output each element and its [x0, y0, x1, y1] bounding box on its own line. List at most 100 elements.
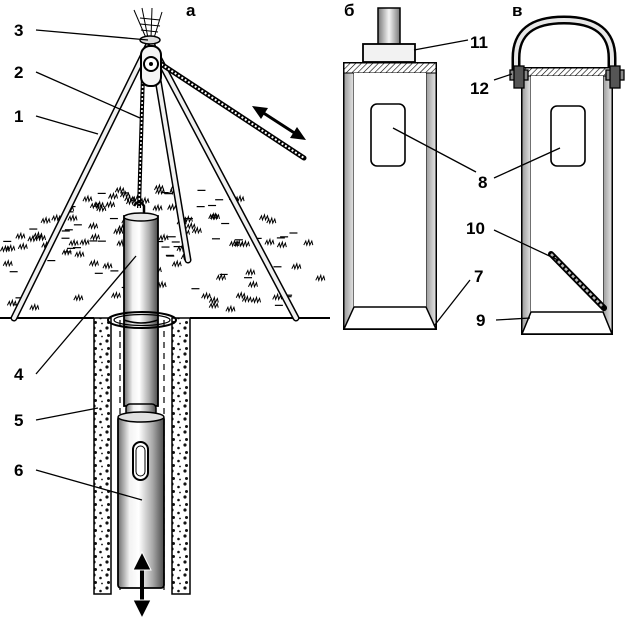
ground-texture-mark [114, 185, 125, 194]
ground-texture-mark [154, 183, 164, 192]
ground-texture-mark [241, 294, 252, 304]
label-2: 2 [14, 63, 23, 82]
panel-b-bailer-section: б 11 7 8 [342, 1, 488, 330]
leader-4 [35, 255, 137, 375]
rope-motion-arrow [252, 106, 306, 140]
ground-texture-mark [68, 238, 79, 247]
ground-texture-mark [210, 212, 220, 221]
ground-texture-mark [5, 243, 16, 253]
ground-texture-mark [158, 233, 169, 242]
rope-hook [132, 200, 146, 214]
leader-12 [493, 73, 513, 81]
ground-texture-mark [315, 273, 326, 282]
ground-texture-mark [105, 200, 116, 209]
leader-7 [433, 279, 471, 327]
ground-texture-mark [73, 293, 84, 302]
ground-texture-mark [155, 186, 166, 196]
ground-texture-mark [208, 295, 219, 305]
ground-texture-mark [51, 213, 62, 222]
ground-texture-mark [201, 291, 212, 300]
drill-rod-4 [123, 212, 159, 407]
ground-texture-mark [185, 221, 196, 231]
left-wall [343, 72, 355, 330]
ground-texture-mark [61, 247, 72, 257]
valve-left-wall [521, 75, 532, 335]
ground-texture-mark [126, 197, 136, 206]
tripod-apex-lashing [133, 7, 163, 45]
right-wall [425, 72, 437, 330]
ground-texture-mark [27, 234, 38, 243]
casing-collar [107, 311, 177, 329]
ground-texture-mark [245, 267, 256, 277]
ground-texture-mark [291, 262, 302, 271]
ground-texture-mark [90, 232, 101, 241]
ground-texture-mark [240, 239, 250, 248]
top-wall [343, 62, 437, 74]
ground-texture-mark [259, 213, 269, 222]
panel-label-b: б [344, 1, 355, 20]
ground-surface [0, 183, 326, 313]
ground-texture-mark [156, 280, 167, 289]
ground-texture-mark [111, 290, 121, 300]
valve-top-wall [521, 67, 613, 77]
label-6: 6 [14, 461, 23, 480]
ground-texture-mark [36, 233, 47, 242]
top-cap-11 [362, 43, 416, 63]
ground-texture-mark [94, 200, 105, 209]
label-8: 8 [478, 173, 487, 192]
panel-label-a: а [186, 1, 196, 20]
ground-texture-mark [6, 298, 17, 308]
leader-3 [35, 29, 149, 41]
label-1: 1 [14, 107, 23, 126]
bolts-12 [509, 65, 625, 89]
ground-texture-mark [108, 191, 118, 201]
ground-texture-mark [88, 258, 99, 268]
ground-texture-mark [167, 202, 178, 212]
rod-stub [377, 7, 401, 47]
label-5: 5 [14, 411, 23, 430]
ground-texture-mark [102, 261, 113, 270]
panel-v-bailer-with-valve: в 12 10 9 [466, 1, 625, 335]
ground-texture-mark [235, 290, 246, 300]
ground-texture-mark [15, 231, 26, 240]
label-9: 9 [476, 311, 485, 330]
leader-6 [35, 469, 143, 501]
soil-wall-right [171, 317, 191, 595]
leader-8-right [493, 147, 561, 179]
label-11: 11 [470, 33, 488, 52]
valve-cutting-edge-9 [520, 311, 614, 335]
leader-5 [35, 407, 99, 421]
panel-a-drilling-rig: 3 2 1 4 5 6 а [0, 1, 330, 620]
valve-window-8 [550, 105, 586, 167]
cutting-edge-7 [342, 306, 438, 330]
leader-8-left [392, 127, 477, 173]
leader-9 [495, 317, 531, 321]
ground-texture-mark [208, 300, 219, 310]
panel-label-v: в [512, 1, 522, 20]
ground-texture-mark [17, 242, 28, 251]
ground-texture-mark [208, 211, 219, 221]
ground-texture-mark [247, 279, 258, 289]
pulley-3 [140, 45, 162, 87]
ground-texture-mark [225, 304, 236, 313]
ground-texture-mark [88, 221, 99, 230]
ground-texture-mark [215, 272, 226, 282]
label-3: 3 [14, 21, 23, 40]
label-12: 12 [470, 79, 489, 98]
ground-texture-mark [191, 226, 202, 235]
ground-texture-mark [89, 201, 100, 210]
label-4: 4 [14, 365, 24, 384]
label-10: 10 [466, 219, 485, 238]
leader-10 [493, 229, 559, 261]
ground-texture-mark [74, 249, 85, 259]
ground-texture-mark [67, 213, 78, 223]
ground-texture-mark [79, 237, 90, 247]
ground-texture-mark [276, 240, 287, 249]
window-8 [370, 103, 406, 167]
leader-2 [35, 71, 141, 119]
ground-texture-mark [251, 295, 262, 305]
ground-texture-mark [40, 216, 51, 225]
leader-11 [413, 39, 469, 51]
label-7: 7 [474, 267, 483, 286]
